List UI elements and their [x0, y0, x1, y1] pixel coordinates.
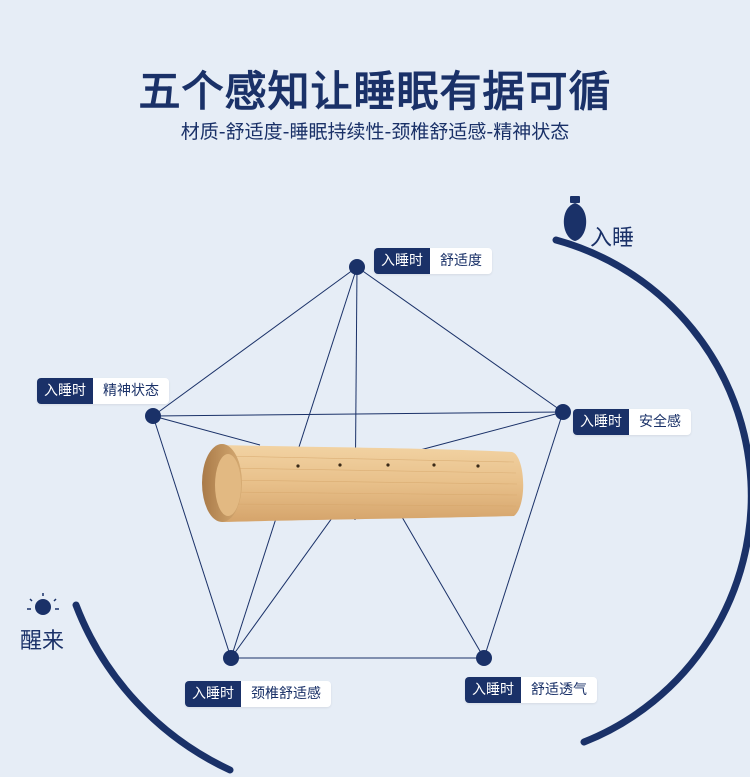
bamboo-pillow-image — [202, 444, 524, 522]
tag-key: 入睡时 — [37, 378, 93, 404]
page-title: 五个感知让睡眠有据可循 — [138, 67, 612, 116]
tag-neck: 入睡时 颈椎舒适感 — [185, 681, 331, 707]
pentagon-vertices — [145, 259, 571, 666]
tag-key: 入睡时 — [573, 409, 629, 435]
tag-value: 舒适度 — [430, 248, 492, 274]
tag-value: 精神状态 — [93, 378, 169, 404]
wake-arc — [72, 601, 234, 774]
tag-key: 入睡时 — [185, 681, 241, 707]
tag-value: 舒适透气 — [521, 677, 597, 703]
tag-comfort: 入睡时 舒适度 — [374, 248, 492, 274]
sleep-arc — [552, 236, 750, 746]
page-subtitle: 材质-舒适度-睡眠持续性-颈椎舒适感-精神状态 — [180, 121, 570, 143]
tag-key: 入睡时 — [374, 248, 430, 274]
tag-breathable: 入睡时 舒适透气 — [465, 677, 597, 703]
tag-mental: 入睡时 精神状态 — [37, 378, 169, 404]
tag-value: 颈椎舒适感 — [241, 681, 331, 707]
lightbulb-icon — [563, 196, 587, 241]
sleep-label: 入睡 — [590, 226, 635, 251]
wake-label: 醒来 — [20, 629, 65, 654]
tag-security: 入睡时 安全感 — [573, 409, 691, 435]
tag-value: 安全感 — [629, 409, 691, 435]
sun-icon — [27, 593, 59, 615]
tag-key: 入睡时 — [465, 677, 521, 703]
